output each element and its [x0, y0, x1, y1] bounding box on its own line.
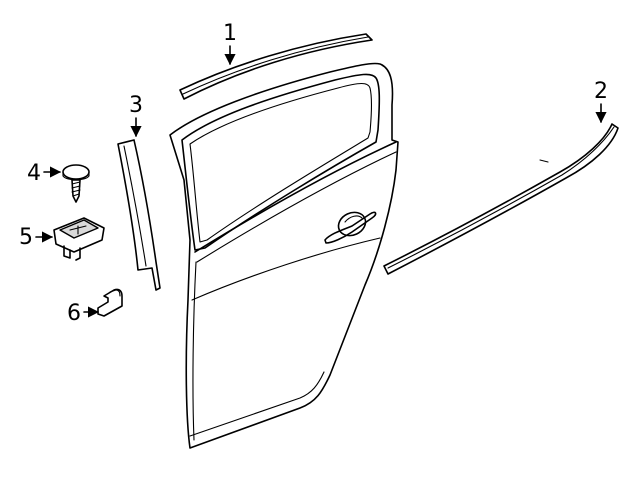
- part-3-shape: [117, 139, 161, 291]
- callout-6-label: 6: [67, 301, 81, 326]
- window-opening: [181, 73, 381, 251]
- part-4-screw: 4: [27, 161, 90, 203]
- door-front-edge: [192, 261, 197, 441]
- callout-2-label: 2: [594, 79, 608, 104]
- screw-head: [62, 164, 90, 180]
- retainer-legs: [63, 245, 81, 261]
- part-2-shape: [383, 123, 619, 275]
- belt-line-inner: [196, 151, 397, 263]
- bracket-shape: [97, 288, 123, 317]
- part-1-shape: [179, 33, 373, 100]
- door-handle: [324, 211, 377, 244]
- callout-3-label: 3: [129, 93, 143, 118]
- rear-door: [169, 62, 399, 449]
- callout-4-label: 4: [27, 161, 41, 186]
- part-3-pillar-applique: 3: [117, 93, 161, 291]
- body-crease: [191, 237, 381, 301]
- part-2-belt-moulding: 2: [383, 79, 619, 275]
- part-1-frame-moulding: 1: [179, 21, 373, 100]
- door-bottom-edge: [189, 371, 325, 437]
- belt-line: [194, 141, 397, 253]
- window-frame-inner-line: [189, 82, 373, 243]
- part-6-bracket: 6: [67, 288, 123, 326]
- callout-5-label: 5: [19, 225, 33, 250]
- callout-1-label: 1: [223, 21, 237, 46]
- retainer-top: [59, 219, 99, 239]
- door-outer-outline: [169, 62, 399, 449]
- part-5-retainer: 5: [19, 217, 105, 261]
